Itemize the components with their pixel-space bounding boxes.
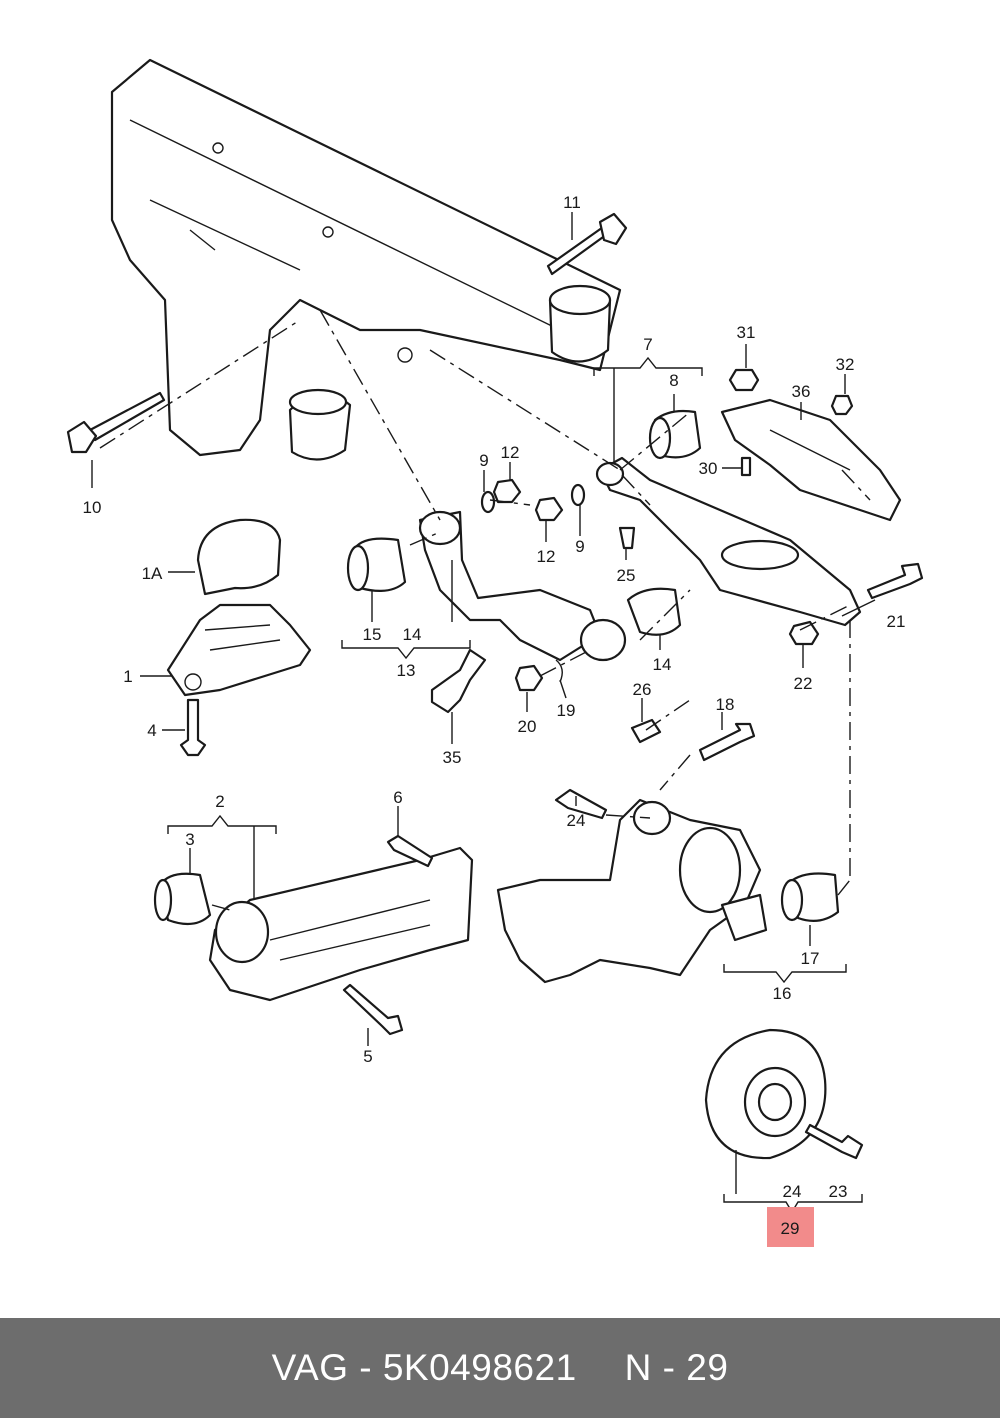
label-10: 10 [83, 498, 102, 517]
bushing-14 [579, 587, 682, 662]
label-4: 4 [147, 721, 156, 740]
washer-9-a [480, 490, 496, 514]
bushing-8 [648, 409, 702, 460]
label-15: 15 [363, 625, 382, 644]
bolt-6 [386, 834, 434, 868]
leader-lines [91, 212, 876, 1214]
label-2: 2 [215, 792, 224, 811]
trailing-arm-2 [208, 846, 474, 1002]
bolt-11 [546, 212, 628, 276]
label-12-b: 12 [537, 547, 556, 566]
screw-4 [179, 698, 207, 757]
bolt-24-a [554, 788, 608, 820]
nut-12-b [534, 496, 564, 522]
label-9-a: 9 [479, 451, 488, 470]
bolt-18 [698, 722, 756, 762]
label-24-a: 24 [567, 811, 586, 830]
label-32: 32 [836, 355, 855, 374]
label-22: 22 [794, 674, 813, 693]
label-6: 6 [393, 788, 402, 807]
bolt-32 [830, 394, 854, 416]
label-21: 21 [887, 612, 906, 631]
nut-31 [728, 368, 760, 392]
label-14-a: 14 [403, 625, 422, 644]
bracket-35 [430, 648, 487, 714]
brand-part-number: VAG - 5K0498621 [271, 1347, 577, 1388]
label-26: 26 [633, 680, 652, 699]
footer-bar: VAG - 5K0498621 N - 29 [0, 1318, 1000, 1418]
part-29-highlight [767, 1207, 814, 1247]
wheel-hub-29 [704, 1028, 827, 1160]
bolt-30 [740, 456, 752, 477]
label-20: 20 [518, 717, 537, 736]
callout-labels: 11 10 7 8 31 32 36 30 9 12 12 9 25 1A 1 … [83, 193, 906, 1238]
upper-link-13 [418, 510, 602, 662]
clip-19 [555, 659, 563, 683]
label-35: 35 [443, 748, 462, 767]
label-23: 23 [829, 1182, 848, 1201]
assembly-lines [99, 309, 871, 911]
label-7: 7 [643, 335, 652, 354]
lower-arm-7 [595, 456, 862, 627]
bolt-5 [342, 983, 404, 1036]
subframe [110, 58, 622, 461]
bolt-23 [804, 1123, 864, 1160]
label-1: 1 [123, 667, 132, 686]
wheel-bearing-housing-16 [496, 798, 768, 984]
nut-12-a [492, 478, 522, 504]
label-9-b: 9 [575, 537, 584, 556]
bolt-25 [618, 526, 636, 550]
label-16: 16 [773, 984, 792, 1003]
label-1a: 1A [142, 564, 163, 583]
label-18: 18 [716, 695, 735, 714]
label-5: 5 [363, 1047, 372, 1066]
position-number: N - 29 [624, 1347, 729, 1388]
label-13: 13 [397, 661, 416, 680]
nut-20 [514, 664, 544, 692]
bolt-21 [866, 562, 924, 600]
bushing-15 [346, 537, 407, 593]
label-25: 25 [617, 566, 636, 585]
label-8: 8 [669, 371, 678, 390]
label-14-b: 14 [653, 655, 672, 674]
label-29: 29 [781, 1219, 800, 1238]
bushing-3 [153, 872, 212, 926]
washer-9-b [570, 483, 586, 507]
label-17: 17 [801, 949, 820, 968]
mount-1a [196, 518, 282, 596]
label-3: 3 [185, 830, 194, 849]
bolt-10 [66, 391, 166, 454]
nut-22 [788, 620, 820, 646]
bushing-17 [780, 872, 840, 923]
label-36: 36 [792, 382, 811, 401]
bracket-36 [720, 398, 902, 522]
label-30: 30 [699, 459, 718, 478]
label-19: 19 [557, 701, 576, 720]
label-12-a: 12 [501, 443, 520, 462]
label-31: 31 [737, 323, 756, 342]
exploded-parts-diagram: 11 10 7 8 31 32 36 30 9 12 12 9 25 1A 1 … [66, 58, 924, 1247]
label-11: 11 [563, 193, 581, 212]
label-24-b: 24 [783, 1182, 802, 1201]
mount-1 [166, 603, 312, 697]
